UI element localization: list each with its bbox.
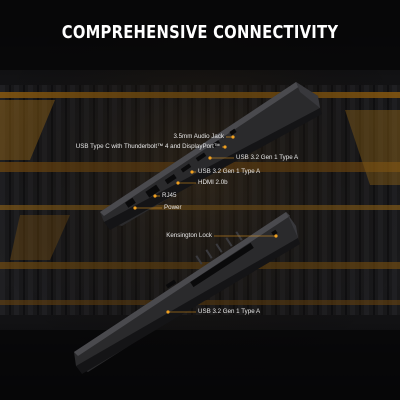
usb-a-port-right [165, 279, 177, 289]
usb-a-port [195, 152, 207, 162]
label-hdmi: HDMI 2.0b [198, 179, 228, 186]
label-rj45: RJ45 [162, 192, 177, 199]
usb-a-port [180, 163, 192, 173]
label-audio-jack: 3.5mm Audio Jack [173, 133, 224, 140]
page-title: COMPREHENSIVE CONNECTIVITY [61, 22, 339, 43]
rj45-port [145, 184, 161, 198]
label-usb-a-right: USB 3.2 Gen 1 Type A [198, 308, 261, 315]
power-port [125, 197, 136, 208]
kensington-lock-slot [271, 229, 278, 236]
hdmi-port [164, 173, 177, 185]
label-power: Power [164, 204, 182, 211]
audio-jack-port [229, 128, 237, 136]
label-kensington-lock: Kensington Lock [166, 232, 212, 239]
callout-lines [135, 136, 276, 313]
laptop-left-side [100, 82, 322, 230]
label-usb-c-thunderbolt: USB Type C with Thunderbolt™ 4 and Displ… [75, 143, 220, 150]
left-side-ports [125, 128, 237, 208]
usb-c-port [211, 140, 221, 148]
label-usb-a-1: USB 3.2 Gen 1 Type A [236, 154, 299, 161]
laptop-right-side [74, 212, 300, 374]
label-usb-a-2: USB 3.2 Gen 1 Type A [198, 168, 261, 175]
